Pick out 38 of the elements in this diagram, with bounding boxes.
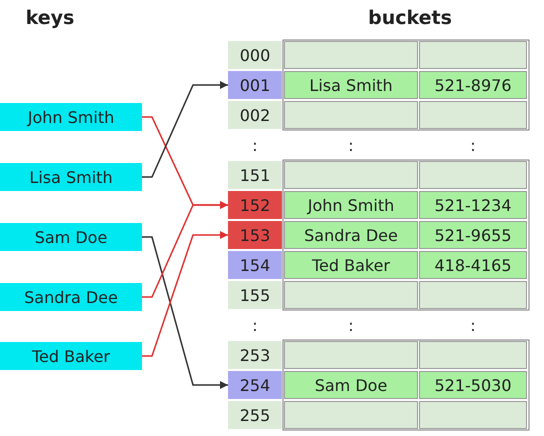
key-box: Sandra Dee [0, 283, 142, 311]
bucket-index: 253 [228, 341, 282, 369]
ellipsis-mark: : [469, 134, 477, 156]
name-cell: John Smith [284, 191, 418, 219]
ellipsis-mark: : [251, 314, 259, 336]
phone-cell: 418-4165 [419, 251, 527, 279]
bucket-index: 255 [228, 401, 282, 429]
bucket-index: 151 [228, 161, 282, 189]
key-box: Lisa Smith [0, 163, 142, 191]
name-cell: Lisa Smith [284, 71, 418, 99]
key-box: Ted Baker [0, 342, 142, 370]
arrow [142, 231, 228, 357]
column-heading: keys [24, 6, 76, 31]
ellipsis-mark: : [251, 134, 259, 156]
column-heading: buckets [367, 6, 453, 31]
bucket-index: 000 [228, 41, 282, 69]
name-cell: Ted Baker [284, 251, 418, 279]
name-cell: Sandra Dee [284, 221, 418, 249]
bucket-index: 154 [228, 251, 282, 279]
arrow [142, 201, 228, 298]
bucket-index: 254 [228, 371, 282, 399]
phone-cell: 521-1234 [419, 191, 527, 219]
name-cell: Sam Doe [284, 371, 418, 399]
ellipsis-mark: : [347, 314, 355, 336]
key-box: John Smith [0, 103, 142, 131]
phone-cell: 521-9655 [419, 221, 527, 249]
arrow [142, 236, 228, 389]
phone-cell: 521-5030 [419, 371, 527, 399]
bucket-index: 002 [228, 101, 282, 129]
ellipsis-mark: : [347, 134, 355, 156]
arrow [142, 81, 228, 178]
phone-cell: 521-8976 [419, 71, 527, 99]
key-box: Sam Doe [0, 223, 142, 251]
bucket-index: 001 [228, 71, 282, 99]
ellipsis-mark: : [469, 314, 477, 336]
bucket-index: 153 [228, 221, 282, 249]
bucket-index: 155 [228, 281, 282, 309]
bucket-index: 152 [228, 191, 282, 219]
